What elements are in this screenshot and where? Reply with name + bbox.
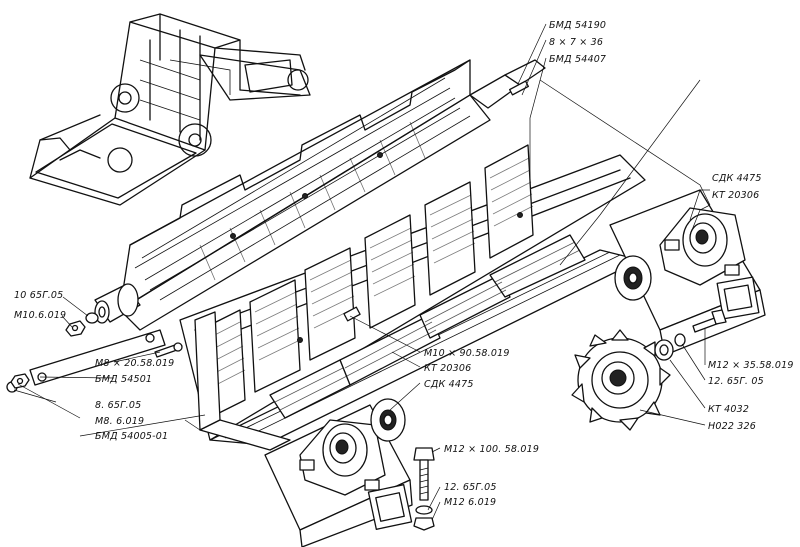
label-washer-12-65g-right: 12. 65Г. 05 [708, 376, 764, 387]
trough-with-paddles [179, 144, 646, 451]
nut-m8-icon [10, 373, 30, 389]
machine-overview-drawing [29, 13, 311, 206]
washer-10-icon [85, 312, 99, 324]
sprocket-gear-icon [571, 329, 671, 431]
nut-m12-icon [413, 517, 435, 531]
bottom-bearing-assembly [264, 398, 435, 547]
sprocket-assembly [571, 309, 727, 431]
label-bmd-54190: БМД 54190 [549, 20, 606, 31]
part-labels: БМД 54190 8 × 7 × 36 БМД 54407 СДК 4475 … [14, 20, 794, 508]
label-bmd-54501: БМД 54501 [95, 374, 152, 385]
nut-m10-icon [65, 320, 86, 337]
label-dim-8x7x36: 8 × 7 × 36 [549, 37, 603, 48]
label-bolt-m8x20: М8 × 20.58.019 [95, 358, 174, 369]
label-nut-10-65g: 10 65Г.05 [14, 290, 63, 301]
washer-12-right-icon [674, 333, 686, 347]
label-kt-20306-mid: КТ 20306 [424, 363, 471, 374]
bolt-m12x35-icon [692, 309, 727, 333]
left-arm-and-fasteners [6, 312, 183, 393]
label-bmd-54407: БМД 54407 [549, 54, 606, 65]
label-washer-8-65g: 8. 65Г.05 [95, 400, 141, 411]
washer-12-bottom-icon [415, 505, 433, 515]
label-nut-m12: М12 6.019 [444, 497, 496, 508]
label-bolt-m12x35: М12 × 35.58.019 [708, 360, 794, 371]
drum-shaft-assembly [94, 59, 546, 331]
label-washer-12-65g-bottom: 12. 65Г.05 [444, 482, 497, 493]
label-n022-326: Н022 326 [708, 421, 756, 432]
label-bolt-m12x100: М12 × 100. 58.019 [444, 444, 539, 455]
label-bmd-54005: БМД 54005-01 [95, 431, 168, 442]
label-nut-m8: М8. 6.019 [95, 416, 144, 427]
top-right-bearing-assembly [609, 189, 766, 356]
label-kt-4032: КТ 4032 [708, 404, 749, 415]
leader-lines [13, 23, 711, 521]
label-sdk-4475-top: СДК 4475 [712, 173, 762, 184]
label-kt-20306-top: КТ 20306 [712, 190, 759, 201]
washer-kt4032-icon [654, 339, 674, 361]
label-sdk-4475-mid: СДК 4475 [424, 379, 474, 390]
label-nut-m10: М10.6.019 [14, 310, 66, 321]
bolt-m12x100-icon [413, 447, 435, 501]
label-bolt-m10x90: М10 × 90.58.019 [424, 348, 510, 359]
